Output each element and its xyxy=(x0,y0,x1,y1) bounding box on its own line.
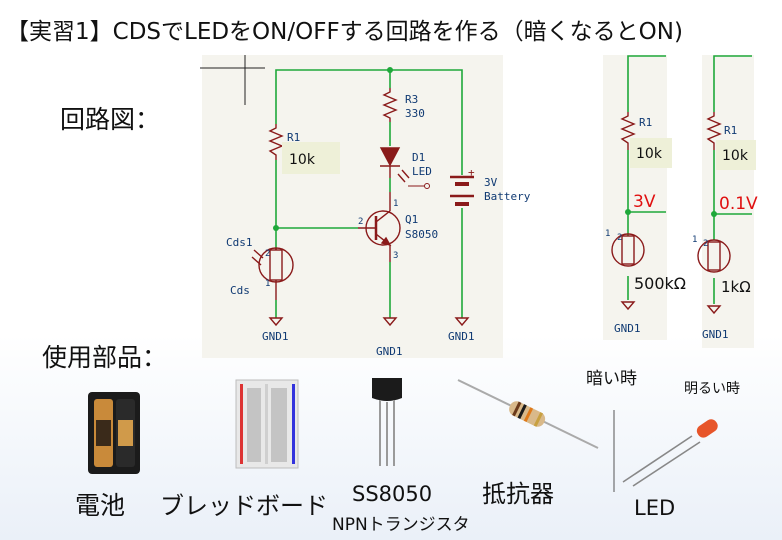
d1-name: D1 xyxy=(412,151,425,164)
bright-voltage: 0.1V xyxy=(719,194,758,214)
dark-gnd-label: GND1 xyxy=(614,322,641,335)
battery-plus: + xyxy=(468,166,475,179)
cds1-photoresistor-symbol xyxy=(251,247,294,300)
cds1-pin-1: 1 xyxy=(265,279,270,289)
dark-r1-value-box xyxy=(630,138,672,168)
d1-led-symbol xyxy=(379,147,430,189)
part-label-transistor: SS8050 xyxy=(352,482,433,506)
q1-name: Q1 xyxy=(405,213,418,226)
r3-value: 330 xyxy=(405,107,425,120)
dark-caption: 暗い時 xyxy=(586,369,637,389)
gnd-symbol xyxy=(706,305,722,315)
gnd-label: GND1 xyxy=(448,330,475,343)
bright-r1-name: R1 xyxy=(724,124,737,137)
bright-example-panel xyxy=(702,55,754,348)
q1-value: S8050 xyxy=(405,228,438,241)
battery-symbol xyxy=(450,175,474,206)
d1-value: LED xyxy=(412,165,432,178)
battery-holder-icon xyxy=(88,392,140,474)
dark-r1-value: 10k xyxy=(636,146,663,162)
gnd-symbol xyxy=(454,317,470,327)
part-label-led: LED xyxy=(634,496,676,520)
q1-pin-1: 1 xyxy=(393,199,398,209)
gnd-symbol xyxy=(620,301,636,311)
bright-pin-1: 1 xyxy=(692,235,697,245)
cds1-name: Cds1 xyxy=(226,236,253,249)
schematic-wires xyxy=(275,69,463,318)
dark-example-panel xyxy=(603,55,667,340)
q1-pin-2: 2 xyxy=(358,217,363,227)
q1-transistor-symbol xyxy=(358,192,401,262)
dark-cds-symbol xyxy=(611,233,645,267)
r3-resistor-symbol xyxy=(382,88,398,122)
led-icon xyxy=(613,410,718,492)
gnd-label: GND1 xyxy=(262,330,289,343)
gnd-symbol xyxy=(382,317,398,327)
cds1-value: Cds xyxy=(230,284,250,297)
bright-r1-symbol xyxy=(706,112,722,150)
part-label-resistor: 抵抗器 xyxy=(482,480,554,508)
dark-pin-1: 1 xyxy=(605,229,610,239)
dark-voltage: 3V xyxy=(633,192,656,212)
r3-name: R3 xyxy=(405,93,418,106)
bright-pin-2: 2 xyxy=(703,239,708,249)
slide-title: 【実習1】CDSでLEDをON/OFFする回路を作る（暗くなるとON) xyxy=(6,19,683,45)
part-label-battery: 電池 xyxy=(75,491,126,520)
dark-cds-resistance: 500kΩ xyxy=(634,274,687,293)
resistor-icon xyxy=(457,379,599,449)
q1-pin-3: 3 xyxy=(393,251,398,261)
battery-name: Battery xyxy=(484,190,531,203)
schematic-panel xyxy=(202,55,503,358)
bright-cds-resistance: 1kΩ xyxy=(721,278,751,296)
bright-r1-value: 10k xyxy=(722,148,749,164)
breadboard-icon xyxy=(235,379,299,469)
bright-cds-symbol xyxy=(697,239,731,273)
bright-r1-value-box xyxy=(716,140,756,170)
r1-name: R1 xyxy=(287,131,300,144)
gnd-symbol xyxy=(268,317,284,327)
battery-value: 3V xyxy=(484,176,498,189)
r1-value: 10k xyxy=(289,152,316,168)
transistor-icon xyxy=(372,378,402,466)
cds1-pin-2: 2 xyxy=(265,249,270,259)
bright-caption: 明るい時 xyxy=(684,381,740,397)
circuit-heading: 回路図： xyxy=(60,105,161,134)
dark-r1-symbol xyxy=(620,112,636,150)
parts-heading: 使用部品： xyxy=(42,343,168,372)
dark-r1-name: R1 xyxy=(639,116,652,129)
bright-gnd-label: GND1 xyxy=(702,328,729,341)
part-label-breadboard: ブレッドボード xyxy=(160,492,328,520)
dark-pin-2: 2 xyxy=(617,233,622,243)
r1-resistor-symbol xyxy=(268,124,284,160)
gnd-label: GND1 xyxy=(376,345,403,358)
r1-value-box xyxy=(282,142,340,174)
part-sublabel-transistor: NPNトランジスタ xyxy=(332,515,470,535)
